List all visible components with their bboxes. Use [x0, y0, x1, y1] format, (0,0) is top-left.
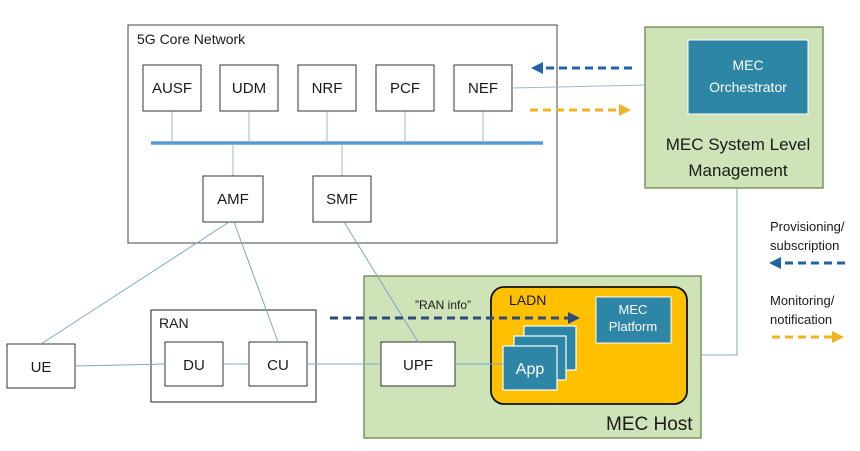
core-network-title: 5G Core Network: [137, 31, 246, 47]
udm-box: [219, 64, 279, 112]
mec-system-mgmt-label-line2: Management: [688, 161, 788, 180]
mec-orchestrator-label-line2: Orchestrator: [709, 79, 787, 95]
pcf-box: [375, 64, 435, 112]
ausf-label: AUSF: [152, 80, 192, 97]
upf-box: [380, 341, 456, 387]
mec-platform-label-line1: MEC: [619, 302, 648, 317]
upf-label: UPF: [403, 357, 433, 374]
upf-smf-link: [343, 221, 419, 343]
mec-platform-label-line2: Platform: [609, 319, 657, 334]
ue-label: UE: [31, 359, 52, 376]
ladn-label: LADN: [509, 292, 546, 308]
ran-info-label: ”RAN info”: [415, 298, 471, 312]
nef-label: NEF: [468, 80, 498, 97]
ausf-box: [142, 64, 202, 112]
legend-provisioning-line2: subscription: [770, 238, 839, 253]
smf-box: [312, 175, 372, 223]
app-label: App: [516, 361, 545, 378]
smf-label: SMF: [326, 191, 358, 208]
nef-mgmt-link: [511, 84, 646, 89]
mgmt-mechost-link: [701, 188, 738, 356]
ran-title: RAN: [159, 315, 189, 331]
ue-amf-link: [40, 221, 230, 345]
mec-platform-box: [595, 296, 672, 344]
cu-amf-link: [233, 221, 279, 343]
nrf-box: [297, 64, 357, 112]
du-label: DU: [183, 357, 205, 374]
ue-box: [6, 343, 76, 389]
legend-monitoring-line1: Monitoring/: [770, 293, 835, 308]
nef-box: [453, 64, 513, 112]
mec-orchestrator-box: [687, 39, 809, 115]
mec-system-mgmt-label-line1: MEC System Level: [666, 135, 811, 154]
cu-box: [248, 341, 308, 387]
legend-monitoring-line2: notification: [770, 312, 832, 327]
ue-du-link: [74, 363, 166, 367]
mec-orchestrator-label-line1: MEC: [732, 57, 763, 73]
amf-label: AMF: [217, 191, 249, 208]
mec-host-label: MEC Host: [606, 414, 693, 435]
nrf-label: NRF: [312, 80, 343, 97]
legend-provisioning-line1: Provisioning/: [770, 219, 845, 234]
amf-box: [202, 175, 264, 223]
pcf-label: PCF: [390, 80, 420, 97]
udm-label: UDM: [232, 80, 266, 97]
app-box: [502, 345, 558, 391]
cu-label: CU: [267, 357, 289, 374]
